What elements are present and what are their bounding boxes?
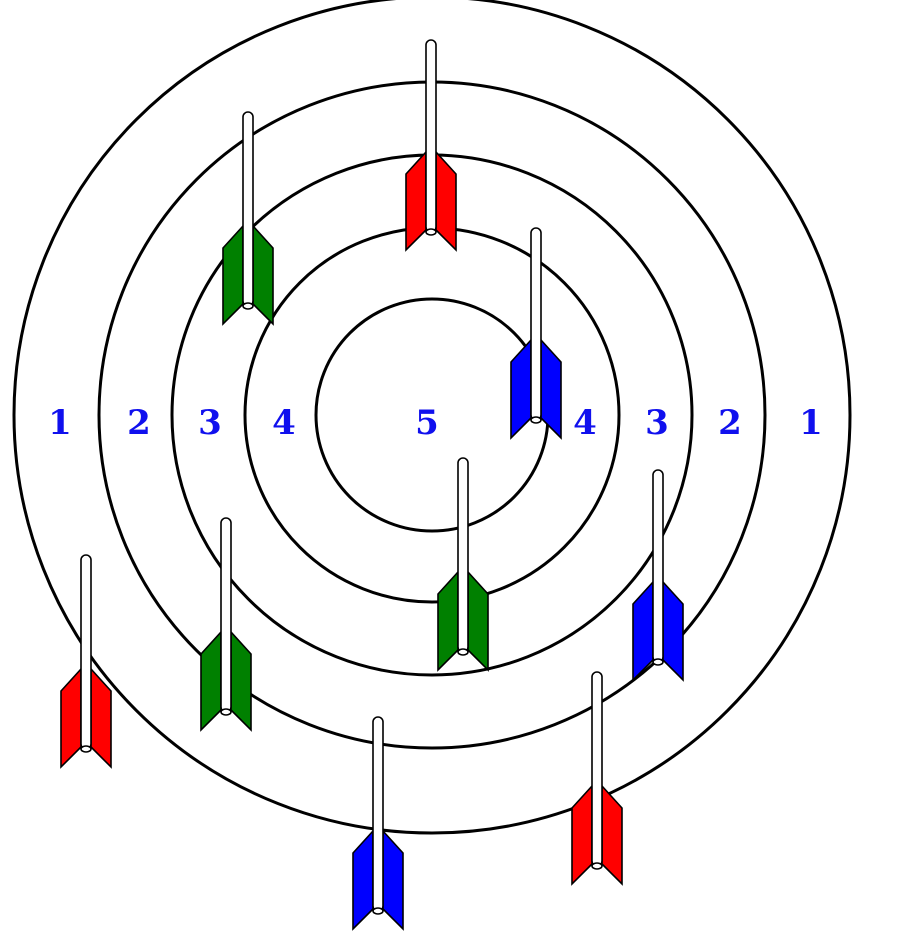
dart-red-3 xyxy=(571,671,623,886)
dart-fin-left xyxy=(200,629,222,732)
dart-green-1 xyxy=(222,111,274,326)
dart-blue-1 xyxy=(510,227,562,440)
dart-fin-right xyxy=(467,569,489,672)
dart-fin-right xyxy=(382,828,404,931)
dart-shaft xyxy=(457,457,469,653)
dart-shaft xyxy=(220,517,232,713)
dart-shaft-end xyxy=(425,228,437,236)
dart-shaft-end xyxy=(591,862,603,870)
dart-shaft-end xyxy=(220,708,232,716)
dart-fin-right xyxy=(662,579,684,682)
dart-fin-left xyxy=(352,828,374,931)
dart-shaft xyxy=(591,671,603,867)
dart-green-2 xyxy=(437,457,489,672)
dart-shaft xyxy=(530,227,542,421)
dart-fin-right xyxy=(252,223,274,326)
dart-shaft xyxy=(242,111,254,307)
dart-fin-left xyxy=(571,783,593,886)
dart-fin-right xyxy=(90,666,112,769)
dart-shaft xyxy=(425,39,437,233)
darts xyxy=(60,39,684,931)
score-label-right-3: 3 xyxy=(645,403,669,443)
dart-shaft-end xyxy=(530,416,542,424)
dart-shaft xyxy=(652,469,664,663)
dart-shaft xyxy=(372,716,384,912)
dart-fin-right xyxy=(230,629,252,732)
dart-blue-2 xyxy=(632,469,684,682)
score-label-left-1: 1 xyxy=(48,403,72,443)
dart-shaft-end xyxy=(80,745,92,753)
score-label-left-2: 2 xyxy=(127,403,151,443)
dart-shaft-end xyxy=(372,907,384,915)
dart-green-3 xyxy=(200,517,252,732)
score-label-left-4: 4 xyxy=(272,403,296,443)
dart-shaft-end xyxy=(457,648,469,656)
dart-fin-right xyxy=(540,337,562,440)
dart-fin-left xyxy=(437,569,459,672)
ring-1 xyxy=(12,0,852,835)
dart-shaft-end xyxy=(242,302,254,310)
dart-fin-left xyxy=(405,149,427,252)
score-label-left-3: 3 xyxy=(198,403,222,443)
dart-fin-right xyxy=(435,149,457,252)
score-label-right-2: 2 xyxy=(718,403,742,443)
score-labels: 1 2 3 4 5 4 3 2 1 xyxy=(48,403,823,443)
dart-red-1 xyxy=(405,39,457,252)
score-label-center-5: 5 xyxy=(415,403,439,443)
score-label-right-1: 1 xyxy=(799,403,823,443)
dart-fin-left xyxy=(60,666,82,769)
dart-fin-left xyxy=(510,337,532,440)
dart-shaft xyxy=(80,554,92,750)
dart-fin-right xyxy=(601,783,623,886)
dart-shaft-end xyxy=(652,658,664,666)
dart-blue-3 xyxy=(352,716,404,931)
score-label-right-4: 4 xyxy=(573,403,597,443)
dart-red-2 xyxy=(60,554,112,769)
dart-fin-left xyxy=(222,223,244,326)
